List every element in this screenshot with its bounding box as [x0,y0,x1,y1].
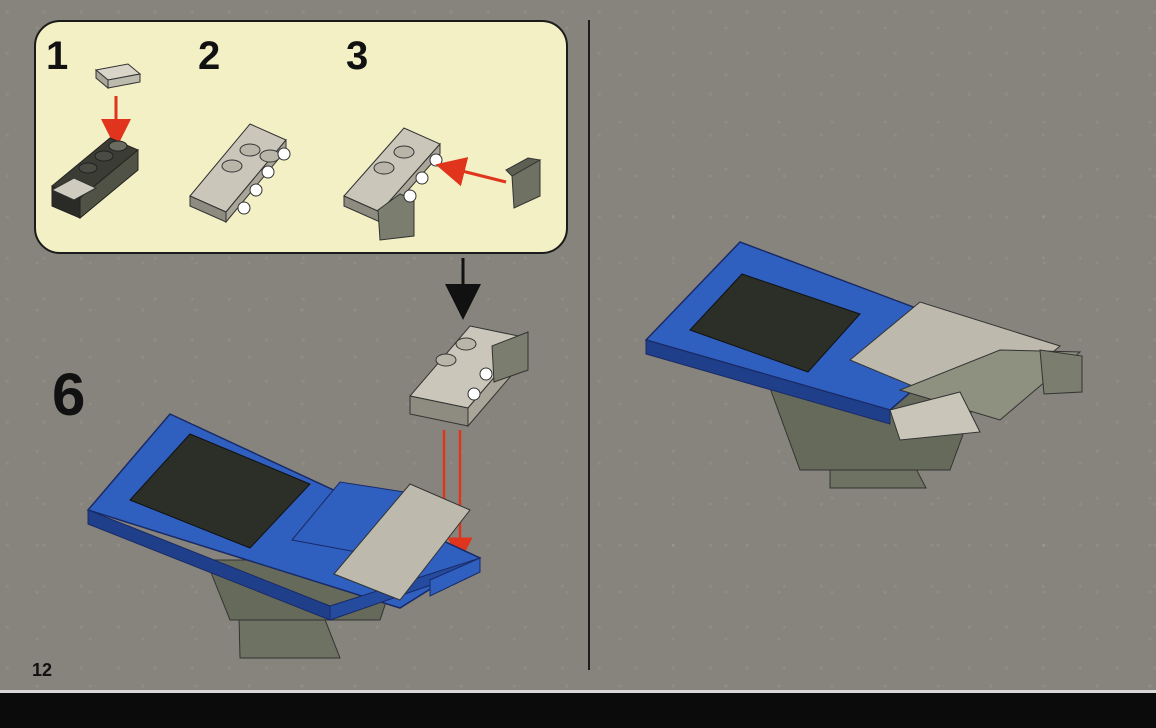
red-arrow-icon [435,157,507,187]
instruction-page: 1 2 3 [0,0,1156,690]
substep-3-illustration [343,127,542,241]
substep-number-3: 3 [346,34,369,78]
main-model-right [644,241,1083,489]
substep-number-1: 1 [46,34,69,78]
page-divider [588,20,590,670]
build-illustration [50,63,1083,659]
main-model-left [86,413,482,659]
page-bottom-band [0,690,1156,728]
page-number: 12 [32,660,53,680]
substep-2-illustration [189,123,291,224]
substep-number-2: 2 [198,34,221,78]
submodel-illustration [409,325,529,571]
substep-1-illustration [50,63,142,220]
step-number: 6 [52,361,86,428]
